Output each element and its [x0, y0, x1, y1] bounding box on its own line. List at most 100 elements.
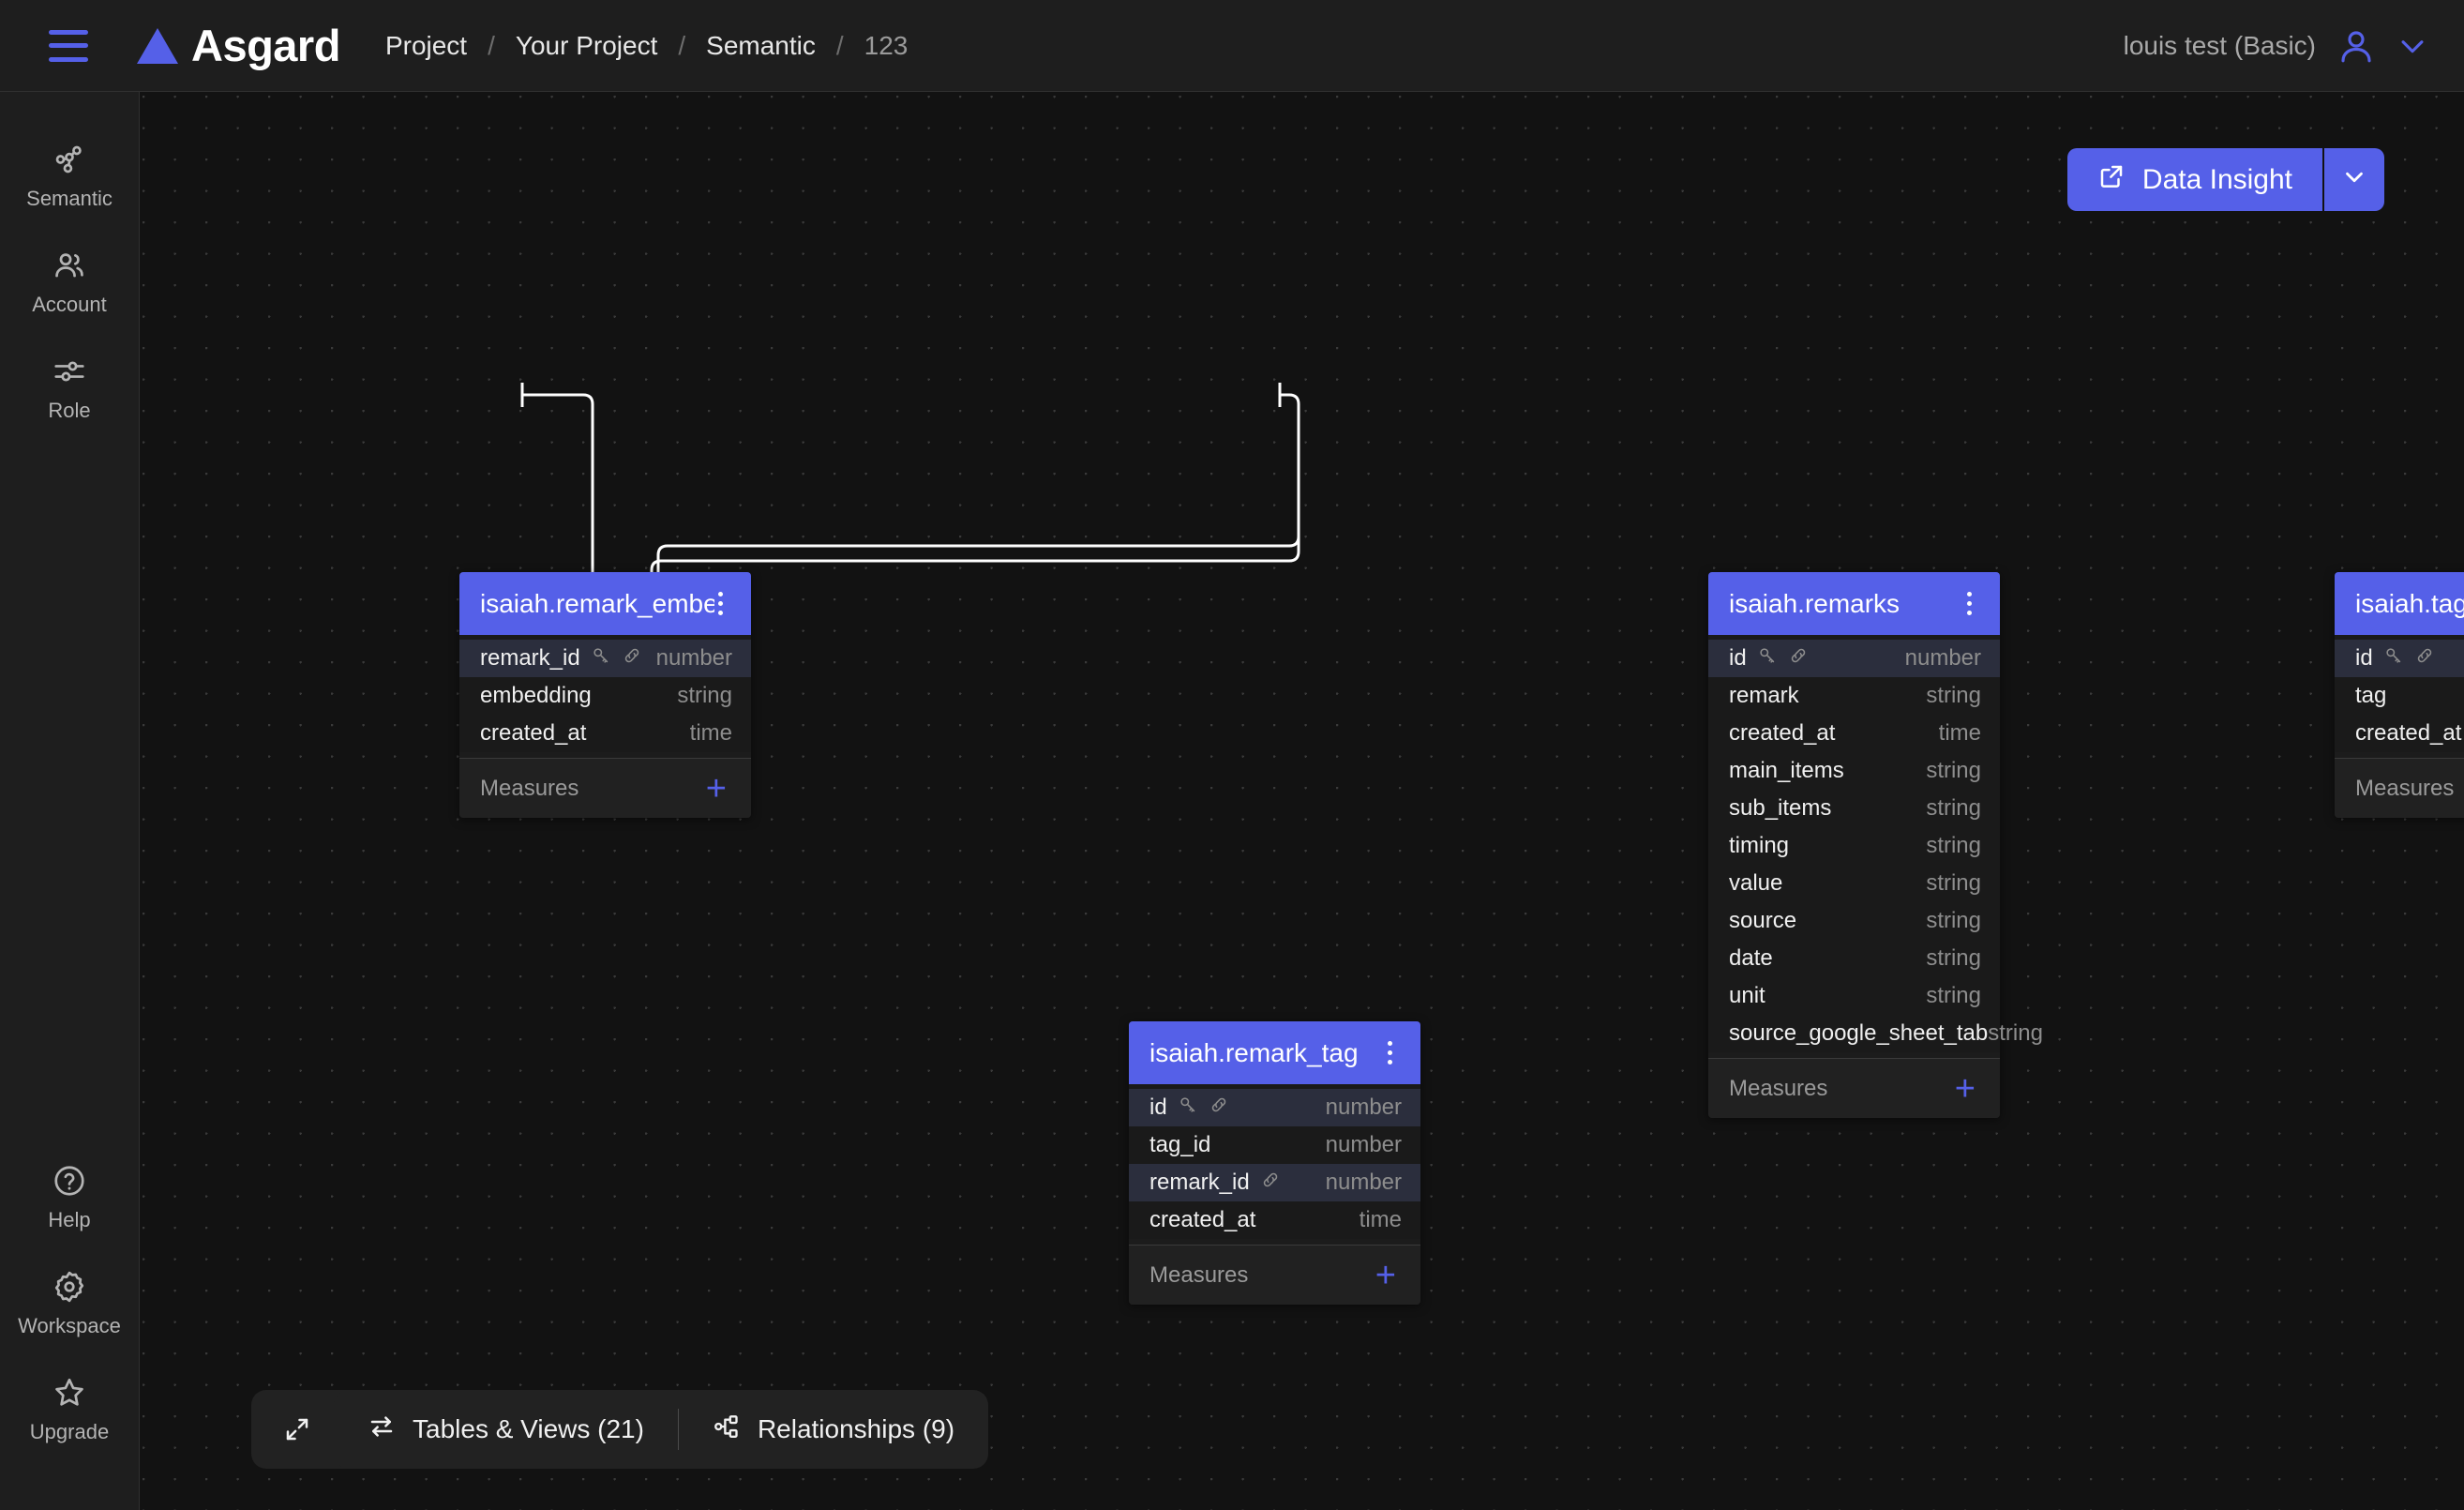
breadcrumb-item-123[interactable]: 123 — [864, 31, 909, 61]
chevron-down-icon[interactable] — [2396, 30, 2428, 62]
erd-table-footer: Measures+ — [1708, 1058, 2000, 1118]
erd-column-row[interactable]: main_itemsstring — [1708, 752, 2000, 790]
erd-column-row[interactable]: sourcestring — [1708, 902, 2000, 940]
breadcrumb-separator: / — [678, 31, 685, 61]
kebab-menu-icon[interactable] — [1963, 588, 1976, 619]
erd-column-row[interactable]: remarkstring — [1708, 677, 2000, 715]
tables-and-views-button[interactable]: Tables & Views (21) — [334, 1390, 678, 1469]
erd-column-row[interactable]: valuestring — [1708, 865, 2000, 902]
erd-column-type: string — [1988, 1020, 2043, 1047]
erd-column-row[interactable]: idnumber — [1129, 1089, 1420, 1126]
top-bar: Asgard Project / Your Project / Semantic… — [0, 0, 2464, 92]
erd-column-left: created_at — [480, 720, 586, 747]
erd-table-title: isaiah.remarks — [1729, 589, 1900, 619]
key-icon — [2383, 645, 2404, 672]
sidebar-item-account[interactable]: Account — [0, 232, 139, 338]
erd-column-name: id — [1729, 645, 1747, 672]
erd-table-footer: Measures+ — [1129, 1245, 1420, 1305]
erd-table-header[interactable]: isaiah.remark_embeddings — [459, 572, 751, 635]
question-circle-icon — [52, 1162, 87, 1200]
erd-column-name: main_items — [1729, 758, 1844, 784]
erd-table-header[interactable]: isaiah.tags — [2335, 572, 2464, 635]
erd-table-header[interactable]: isaiah.remarks — [1708, 572, 2000, 635]
hamburger-icon[interactable] — [49, 30, 88, 62]
erd-table-title: isaiah.tags — [2355, 589, 2464, 619]
sidebar-label-workspace: Workspace — [18, 1314, 121, 1338]
chevron-down-icon — [2340, 163, 2368, 196]
link-icon — [1260, 1170, 1281, 1197]
sidebar-item-semantic[interactable]: Semantic — [0, 126, 139, 232]
erd-table-node[interactable]: isaiah.remarksidnumberremarkstringcreate… — [1708, 572, 2000, 1118]
erd-column-row[interactable]: idnumber — [2335, 640, 2464, 677]
erd-column-type: number — [1326, 1095, 1402, 1121]
erd-column-row[interactable]: tagstring — [2335, 677, 2464, 715]
erd-column-left: id — [1729, 645, 1809, 672]
erd-column-row[interactable]: idnumber — [1708, 640, 2000, 677]
erd-column-row[interactable]: remark_idnumber — [1129, 1164, 1420, 1201]
measures-label: Measures — [2355, 776, 2454, 802]
erd-column-row[interactable]: sub_itemsstring — [1708, 790, 2000, 827]
sidebar-label-upgrade: Upgrade — [30, 1420, 109, 1444]
erd-column-left: created_at — [1149, 1207, 1255, 1233]
sidebar-item-upgrade[interactable]: Upgrade — [0, 1359, 139, 1465]
erd-column-name: sub_items — [1729, 795, 1831, 822]
erd-column-name: embedding — [480, 683, 592, 709]
erd-column-row[interactable]: unitstring — [1708, 977, 2000, 1015]
breadcrumb: Project / Your Project / Semantic / 123 — [385, 31, 908, 61]
breadcrumb-separator: / — [488, 31, 495, 61]
erd-column-name: tag_id — [1149, 1132, 1210, 1158]
erd-canvas[interactable]: Data Insight isaiah.remark_embeddingsrem… — [140, 92, 2464, 1510]
kebab-menu-icon[interactable] — [714, 588, 727, 619]
erd-column-name: unit — [1729, 983, 1765, 1009]
erd-column-row[interactable]: tag_idnumber — [1129, 1126, 1420, 1164]
relationships-button[interactable]: Relationships (9) — [679, 1390, 988, 1469]
add-measure-button[interactable]: + — [1955, 1071, 1976, 1107]
erd-column-left: remark_id — [1149, 1170, 1281, 1197]
erd-column-row[interactable]: created_at time — [1708, 715, 2000, 752]
erd-column-row[interactable]: source_google_sheet_tabstring — [1708, 1015, 2000, 1052]
relationships-label: Relationships (9) — [758, 1414, 954, 1444]
erd-table-node[interactable]: isaiah.remark_embeddingsremark_idnumbere… — [459, 572, 751, 818]
erd-column-name: tag — [2355, 683, 2386, 709]
data-insight-dropdown-button[interactable] — [2322, 148, 2384, 211]
add-measure-button[interactable]: + — [1375, 1258, 1396, 1293]
erd-column-name: created_at — [1729, 720, 1835, 747]
add-measure-button[interactable]: + — [706, 771, 727, 807]
erd-column-name: id — [2355, 645, 2373, 672]
erd-column-left: tag — [2355, 683, 2386, 709]
kebab-menu-icon[interactable] — [1384, 1037, 1396, 1068]
sidebar-bottom-group: Help Workspace Upgrade — [0, 1147, 139, 1510]
breadcrumb-item-semantic[interactable]: Semantic — [706, 31, 816, 61]
user-icon[interactable] — [2336, 26, 2376, 66]
breadcrumb-item-project[interactable]: Project — [385, 31, 467, 61]
sidebar-item-role[interactable]: Role — [0, 338, 139, 444]
erd-column-row[interactable]: created_attime — [1129, 1201, 1420, 1239]
sidebar-item-help[interactable]: Help — [0, 1147, 139, 1253]
erd-table-node[interactable]: isaiah.remark_tagidnumbertag_idnumberrem… — [1129, 1021, 1420, 1305]
erd-column-left: value — [1729, 870, 1782, 897]
brand-logo[interactable]: Asgard — [137, 20, 340, 71]
fit-screen-icon[interactable] — [283, 1415, 311, 1443]
key-icon — [1757, 645, 1778, 672]
erd-column-row[interactable]: created_attime — [459, 715, 751, 752]
erd-column-left: remark — [1729, 683, 1799, 709]
erd-column-left: source_google_sheet_tab — [1729, 1020, 1988, 1047]
erd-column-type: string — [677, 683, 732, 709]
erd-column-row[interactable]: timingstring — [1708, 827, 2000, 865]
erd-column-type: string — [1926, 945, 1981, 972]
erd-table-node[interactable]: isaiah.tags idnumbertagstringcreated_atti… — [2335, 572, 2464, 818]
erd-table-footer: Measures+ — [459, 758, 751, 818]
brand-name: Asgard — [191, 20, 340, 71]
erd-column-name: source — [1729, 908, 1796, 934]
erd-column-row[interactable]: created_attime — [2335, 715, 2464, 752]
erd-column-row[interactable]: embedding string — [459, 677, 751, 715]
breadcrumb-item-your-project[interactable]: Your Project — [516, 31, 658, 61]
erd-table-header[interactable]: isaiah.remark_tag — [1129, 1021, 1420, 1084]
sidebar-label-help: Help — [48, 1208, 90, 1232]
erd-column-row[interactable]: datestring — [1708, 940, 2000, 977]
erd-column-name: source_google_sheet_tab — [1729, 1020, 1988, 1047]
erd-column-row[interactable]: remark_idnumber — [459, 640, 751, 677]
sidebar-item-workspace[interactable]: Workspace — [0, 1253, 139, 1359]
data-insight-button[interactable]: Data Insight — [2067, 148, 2322, 211]
erd-column-type: time — [1939, 720, 1981, 747]
